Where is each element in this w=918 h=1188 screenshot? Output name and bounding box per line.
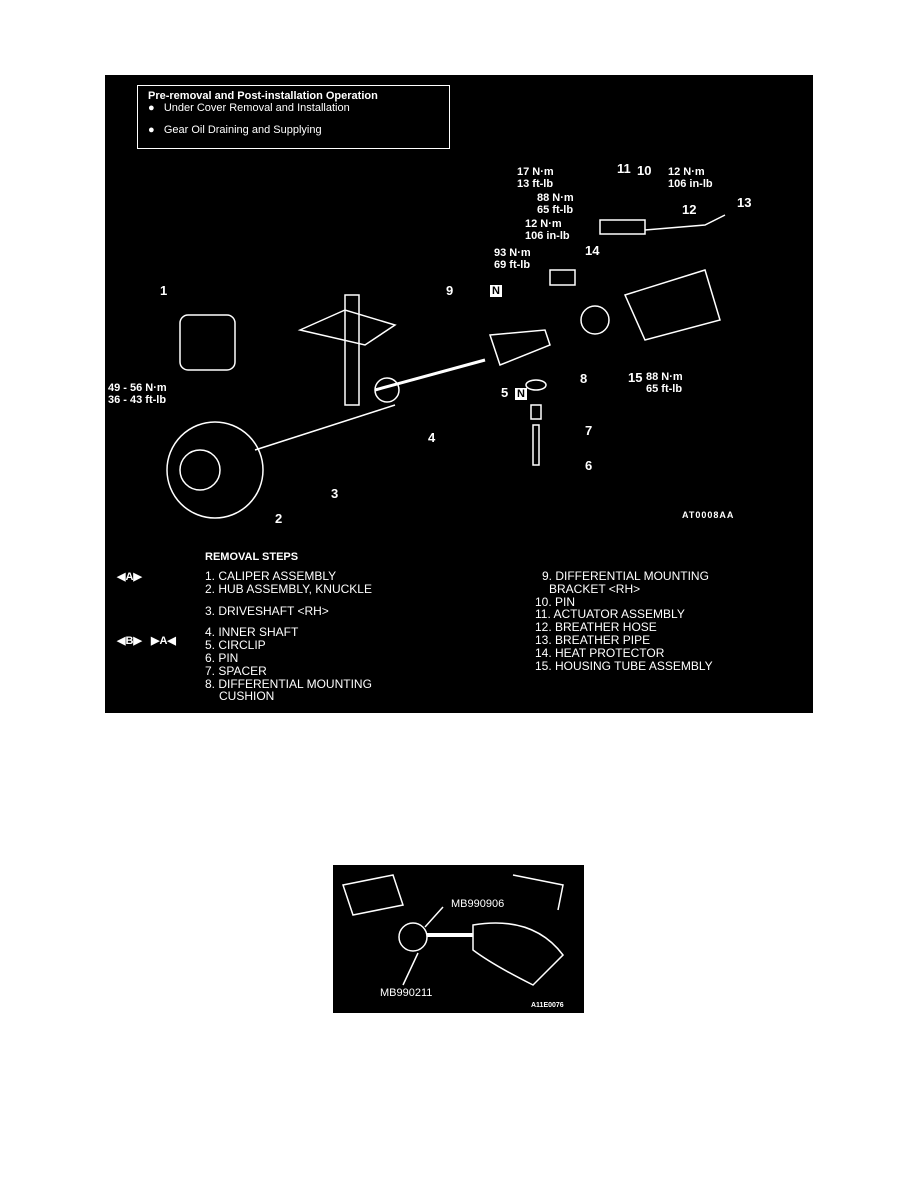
step: 12. BREATHER HOSE: [535, 620, 657, 635]
tool-drawing: [342, 874, 564, 986]
driveshaft: [254, 404, 396, 451]
torque-label: 49 - 56 N·m 36 - 43 ft-lb: [108, 382, 167, 406]
step: 3. DRIVESHAFT <RH>: [205, 603, 329, 618]
step: BRACKET <RH>: [549, 581, 641, 596]
tool-illustration: MB990906 MB990211 A11E0076: [333, 865, 584, 1013]
tool-label: MB990906: [451, 898, 505, 910]
step: 1. CALIPER ASSEMBLY: [205, 569, 337, 583]
inner-shaft: [374, 358, 486, 392]
inset-item: ● Gear Oil Draining and Supplying: [148, 124, 322, 136]
bearing: [374, 377, 400, 403]
n-mark: N: [490, 285, 502, 297]
step: 4. INNER SHAFT: [205, 625, 299, 640]
callout: 8: [580, 371, 588, 386]
torque-label: 88 N·m 65 ft-lb: [537, 192, 574, 216]
pin: [532, 424, 540, 466]
torque-label: 88 N·m 65 ft-lb: [646, 371, 683, 395]
actuator: [599, 219, 646, 235]
cushion: [525, 379, 547, 391]
service-mark-a-install: ▶A◀: [151, 635, 176, 647]
step: 8. DIFFERENTIAL MOUNTING: [205, 676, 372, 691]
tool-label: MB990211: [380, 987, 433, 999]
exploded-diagram: Pre-removal and Post-installation Operat…: [105, 75, 813, 713]
removal-title: REMOVAL STEPS: [205, 551, 299, 563]
callout: 7: [585, 423, 593, 438]
inset-item: ● Under Cover Removal and Installation: [148, 102, 350, 114]
mounting-bracket: [488, 329, 551, 366]
callout: 5: [501, 385, 509, 400]
step: CUSHION: [219, 689, 275, 704]
callout: 2: [275, 511, 283, 526]
step: 13. BREATHER PIPE: [535, 632, 651, 647]
step: 5. CIRCLIP: [205, 638, 266, 653]
callout: 11: [617, 161, 631, 176]
step: 15. HOUSING TUBE ASSEMBLY: [535, 658, 713, 673]
service-mark-b: ◀B▶: [117, 635, 142, 647]
callout: 1: [160, 283, 168, 298]
brake-disc: [166, 421, 264, 519]
figure-code: A11E0076: [531, 1002, 564, 1009]
step: 11. ACTUATOR ASSEMBLY: [535, 607, 685, 622]
caliper: [179, 314, 236, 371]
callout: 13: [737, 195, 752, 210]
strut: [344, 294, 360, 406]
removal-steps-left: 1. CALIPER ASSEMBLY 2. HUB ASSEMBLY, KNU…: [205, 570, 372, 703]
callout: 12: [682, 202, 697, 217]
callout: 15: [628, 370, 643, 385]
figure-code: AT0008AA: [682, 510, 735, 520]
step: 2. HUB ASSEMBLY, KNUCKLE: [205, 581, 372, 596]
callout: 10: [637, 163, 652, 178]
callout: 4: [428, 430, 436, 445]
removal-steps-right: 9. DIFFERENTIAL MOUNTING BRACKET <RH> 10…: [535, 570, 713, 672]
callout: 3: [331, 486, 339, 501]
differential-housing: [623, 269, 721, 341]
step: 7. SPACER: [205, 663, 267, 678]
upper-arm: [297, 309, 397, 346]
heat-protector: [549, 269, 576, 286]
callout: 9: [446, 283, 454, 298]
n-mark: N: [515, 388, 527, 400]
hub: [179, 449, 221, 491]
torque-label: 12 N·m 106 in-lb: [668, 166, 713, 190]
inset-title: Pre-removal and Post-installation Operat…: [148, 90, 378, 102]
step: 14. HEAT PROTECTOR: [535, 645, 665, 660]
service-mark-a: ◀A▶: [117, 571, 142, 583]
torque-label: 12 N·m 106 in-lb: [525, 218, 570, 242]
callout: 14: [585, 243, 600, 258]
housing-tube: [580, 305, 610, 335]
callout: 6: [585, 458, 593, 473]
torque-label: 93 N·m 69 ft-lb: [494, 247, 531, 271]
breather-pipe: [644, 214, 726, 231]
pre-removal-box: Pre-removal and Post-installation Operat…: [137, 85, 450, 149]
step: 6. PIN: [205, 650, 239, 665]
step: 10. PIN: [535, 594, 576, 609]
spacer: [530, 404, 542, 420]
torque-label: 17 N·m 13 ft-lb: [517, 166, 554, 190]
parts-drawing: [166, 214, 726, 519]
step: 9. DIFFERENTIAL MOUNTING: [542, 569, 709, 583]
